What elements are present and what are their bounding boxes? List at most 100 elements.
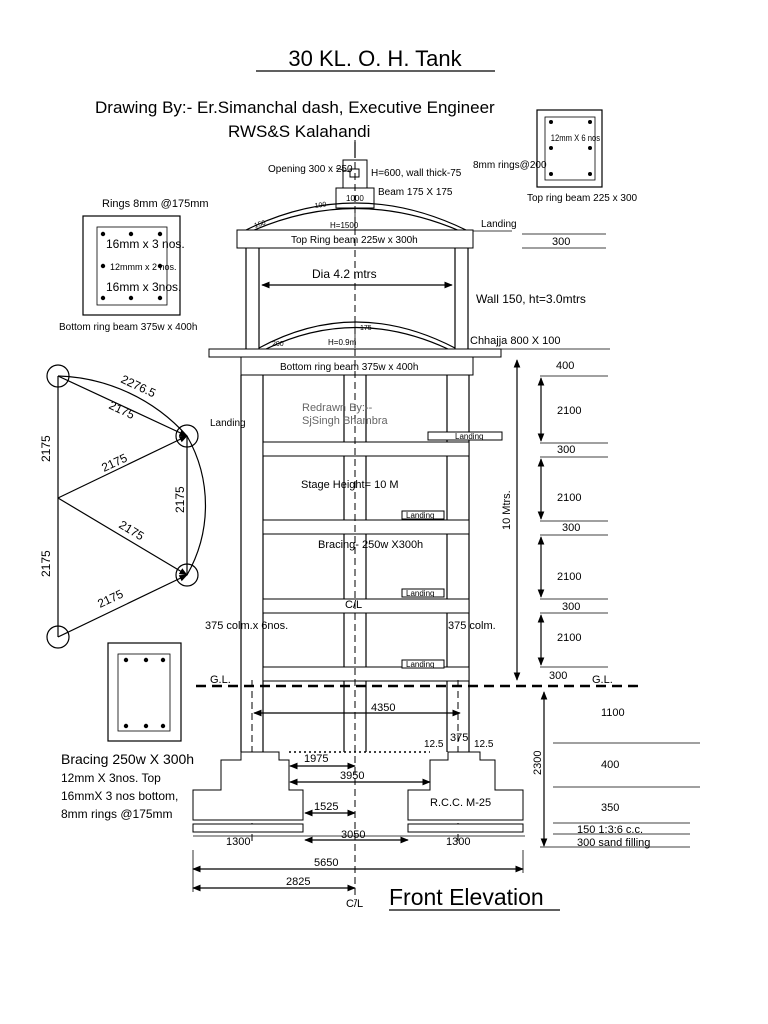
dim-4350: 4350 [371,702,395,714]
level-2100-c: 2100 [557,571,581,583]
cl-bottom: C/L [346,898,363,910]
top-ring-bars-label: 12mm X 6 nos [551,132,600,143]
gl-left: G.L. [210,674,231,686]
dim-1525: 1525 [314,801,338,813]
bottom-ring-section [82,215,181,316]
pcc-bed-left [192,823,304,833]
depth-1100: 1100 [601,707,625,719]
top-ring-rings-label: 8mm rings@200 [473,160,547,171]
bottom-dome-175: 175 [360,325,372,332]
landing-box-3 [401,588,445,598]
author-line-2: RWS&S Kalahandi [228,122,370,141]
plan-dim-arc: 2276.5 [119,372,158,400]
footing-left [192,751,304,821]
dim-375: 375 [450,732,468,744]
column-plan [46,364,206,649]
dim-1300-left: 1300 [226,836,250,848]
bottom-ring-beam [240,356,474,376]
dim-12-5-a: 12.5 [424,739,444,750]
total-height-label: 10 Mtrs. [501,490,513,530]
bracings [262,441,470,682]
top-ring-section [536,109,603,188]
dome-thickness-100: 100 [314,201,327,210]
bottom-dome-rise: H=0.9m [328,338,357,347]
level-dimension-lines [537,375,608,668]
opening-leader [335,167,351,173]
vent-label: H=600, wall thick-75 [371,168,462,179]
landing-box-2 [401,510,445,520]
bottom-dome-200: 200 [272,341,284,348]
pcc-label: 150 1:3:6 c.c. [577,824,643,836]
bracing-section-title: Bracing 250w X 300h [61,751,194,767]
columns [240,375,470,752]
top-dome-inner [251,208,461,232]
pcc-bed-right [407,823,524,833]
landing-box-1 [427,431,503,441]
columns-left-label: 375 colm.x 6nos. [205,620,288,632]
opening-label: Opening 300 x 250 [268,164,353,175]
bottom-ring-bars [100,231,163,301]
chhajja-label: Chhajja 800 X 100 [470,335,561,347]
level-2100-b: 2100 [557,492,581,504]
stage-height-label: Stage Height= 10 M [301,479,399,491]
landing-1: Landing [455,432,483,441]
dome-rise: H=1500 [330,221,359,230]
level-2100-d: 2100 [557,632,581,644]
dim-1300-right: 1300 [446,836,470,848]
dim-5650: 5650 [314,857,338,869]
depth-total: 2300 [532,751,544,775]
bracing-bars [123,657,166,729]
level-2100-a: 2100 [557,405,581,417]
level-300-a: 300 [557,444,575,456]
footing-right [407,751,524,821]
level-300-c: 300 [562,601,580,613]
plan-dim-top: 2175 [107,398,137,422]
cl-mid: C/L [345,599,362,611]
plan-column-4 [46,625,70,649]
bottom-ring-caption: Bottom ring beam 375w x 400h [59,322,197,333]
top-ring-caption: Top ring beam 225 x 300 [527,193,638,204]
bottom-ring-top-bars: 16mm x 3 nos. [106,237,185,251]
plan-dim-right: 2175 [173,486,187,513]
dim-2825: 2825 [286,876,310,888]
plan-column-1 [46,364,70,388]
landing-box-4 [401,659,445,669]
gl-right: G.L. [592,674,613,686]
top-ring-beam-label: Top Ring beam 225w x 300h [291,235,418,246]
dim-3950: 3950 [340,770,364,782]
top-ring-stirrup [544,116,596,181]
level-300-b: 300 [562,522,580,534]
top-ring-bars [549,120,592,176]
bracing-stirrup [117,653,171,732]
bracing-section-line2: 16mmX 3 nos bottom, [61,789,178,803]
bracing-section [107,642,182,742]
sand-label: 300 sand filling [577,837,650,849]
bottom-ring-beam-label: Bottom ring beam 375w x 400h [280,362,418,373]
dia-label: Dia 4.2 mtrs [312,267,377,281]
columns-right-label: 375 colm. [448,620,496,632]
depth-350: 350 [601,802,619,814]
bottom-ring-stirrup [96,226,168,306]
dome-thickness-150: 150 [253,220,266,230]
depth-400: 400 [601,759,619,771]
drawing-title: 30 KL. O. H. Tank [288,46,462,71]
plan-dim-left-top: 2175 [39,435,53,462]
bracing-section-line1: 12mm X 3nos. Top [61,771,161,785]
beam-label: Beam 175 X 175 [378,187,453,198]
level-400: 400 [556,360,574,372]
dim-3050: 3050 [341,829,365,841]
bracing-section-line3: 8mm rings @175mm [61,807,173,821]
plan-dim-mid-down: 2175 [116,518,146,544]
dim-300-label: 300 [552,236,570,248]
redrawn-line-1: Redrawn By:-- [302,402,373,414]
plan-dim-left-bottom: 2175 [39,550,53,577]
top-dome-outer [245,202,467,231]
bottom-ring-rings-label: Rings 8mm @175mm [102,198,209,210]
plan-column-2 [175,424,199,448]
landing-top: Landing [481,219,517,230]
bottom-ring-mid-bars: 12mmm x 2 nos. [110,262,177,272]
landing-4: Landing [406,660,434,669]
landing-2: Landing [406,511,434,520]
bottom-dome-outer [258,321,456,349]
